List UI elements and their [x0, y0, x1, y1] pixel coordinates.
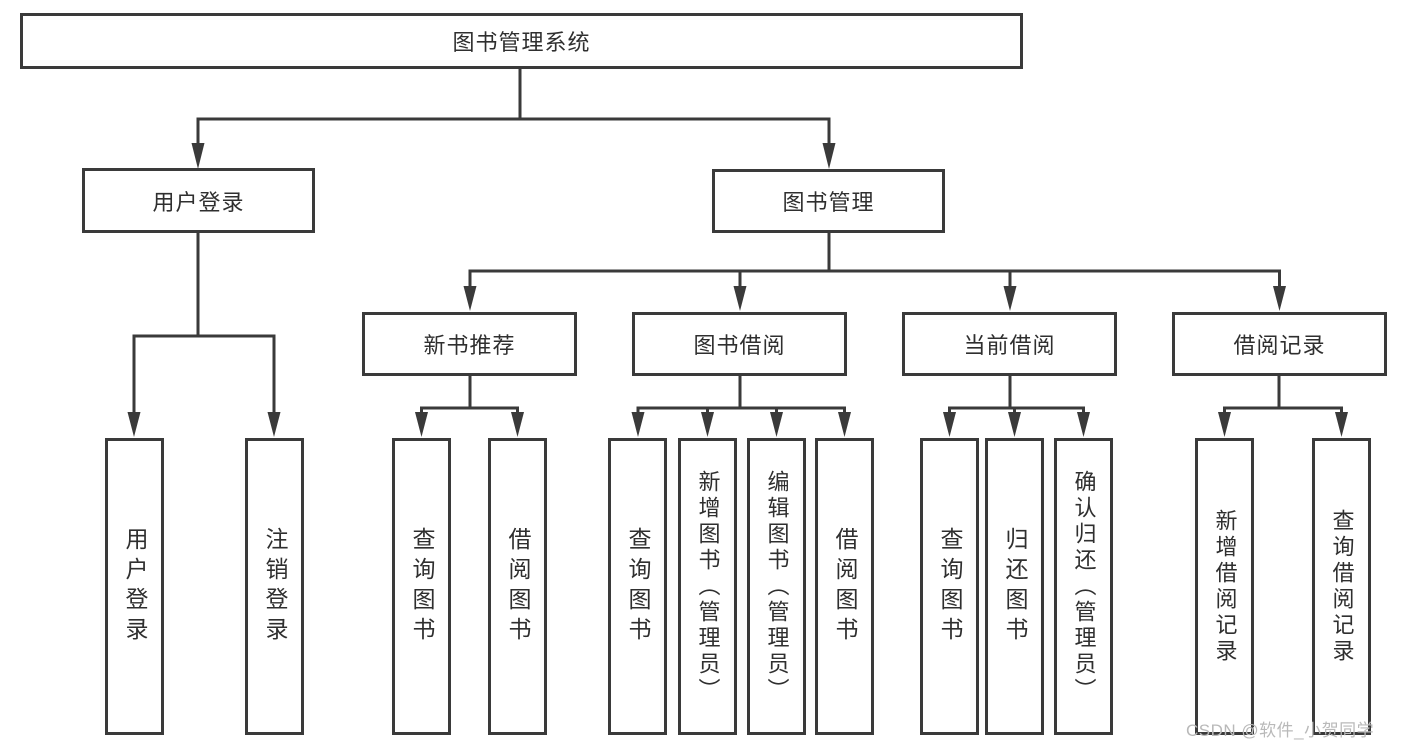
leaf-label: 新增借阅记录: [1212, 508, 1238, 665]
node-label: 借阅记录: [1233, 333, 1326, 358]
leaf-logout: 注销登录: [245, 438, 304, 735]
tree-edges: [132, 69, 1343, 414]
leaf-label: 查询图书: [937, 526, 963, 647]
leaf-label: 查询图书: [409, 526, 435, 647]
leaf-user-login: 用户登录: [105, 438, 164, 735]
arrowheads: [127, 143, 1348, 437]
node-user-login: 用户登录: [82, 168, 315, 233]
leaf-edit-books-admin: 编辑图书（管理员）: [747, 438, 806, 735]
leaf-label: 用户登录: [122, 526, 148, 647]
leaf-confirm-return-admin: 确认归还（管理员）: [1054, 438, 1113, 735]
leaf-label: 查询图书: [625, 526, 651, 647]
leaf-add-books-admin: 新增图书（管理员）: [678, 438, 737, 735]
node-current-borrowing: 当前借阅: [902, 312, 1117, 376]
leaf-label: 注销登录: [262, 526, 288, 647]
leaf-query-books-current: 查询图书: [920, 438, 979, 735]
node-label: 图书管理: [782, 190, 875, 215]
node-label: 图书管理系统: [452, 30, 591, 55]
leaf-borrow-books: 借阅图书: [815, 438, 874, 735]
leaf-query-borrow-record: 查询借阅记录: [1312, 438, 1371, 735]
node-book-borrowing: 图书借阅: [632, 312, 847, 376]
node-label: 新书推荐: [423, 333, 516, 358]
node-book-management: 图书管理: [712, 169, 945, 233]
leaf-query-books-recommend: 查询图书: [392, 438, 451, 735]
leaf-query-books-borrowing: 查询图书: [608, 438, 667, 735]
leaf-label: 编辑图书（管理员）: [764, 469, 790, 704]
node-label: 用户登录: [152, 189, 245, 215]
node-new-book-recommend: 新书推荐: [362, 312, 577, 376]
leaf-return-books: 归还图书: [985, 438, 1044, 735]
leaf-label: 借阅图书: [832, 526, 858, 647]
csdn-watermark: CSDN @软件_小贺同学: [1186, 721, 1375, 740]
leaf-add-borrow-record: 新增借阅记录: [1195, 438, 1254, 735]
leaf-label: 确认归还（管理员）: [1071, 469, 1097, 704]
node-library-system: 图书管理系统: [20, 13, 1023, 69]
node-label: 图书借阅: [693, 333, 786, 358]
leaf-label: 归还图书: [1002, 526, 1028, 647]
node-borrowing-records: 借阅记录: [1172, 312, 1387, 376]
leaf-label: 借阅图书: [505, 526, 531, 647]
leaf-borrow-books-recommend: 借阅图书: [488, 438, 547, 735]
leaf-label: 查询借阅记录: [1329, 508, 1355, 665]
leaf-label: 新增图书（管理员）: [695, 469, 721, 704]
node-label: 当前借阅: [963, 333, 1056, 358]
